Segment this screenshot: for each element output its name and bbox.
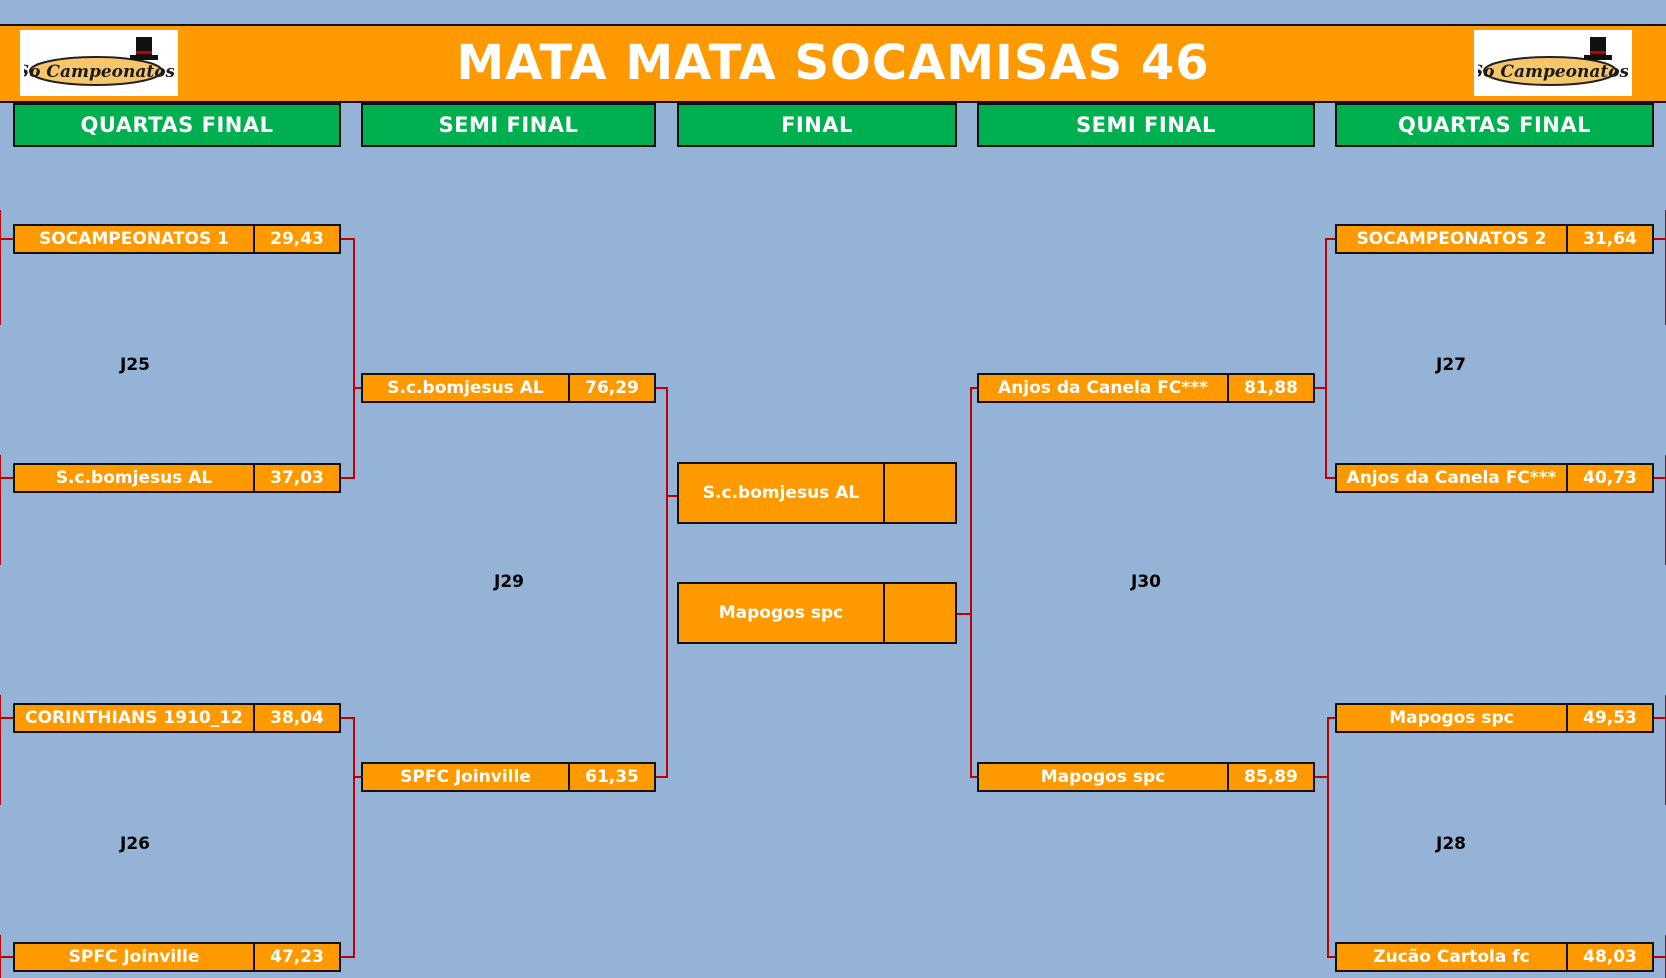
match-team-qf-right-3: Mapogos spc 49,53 (1335, 703, 1654, 733)
team-score: 61,35 (568, 764, 654, 790)
team-name: Anjos da Canela FC*** (998, 378, 1208, 398)
stage-header-semifinal-right: SEMI FINAL (977, 103, 1315, 147)
team-score: 49,53 (1566, 705, 1652, 731)
team-name: SPFC Joinville (400, 767, 531, 787)
round-label-j25: J25 (120, 355, 150, 375)
match-team-qf-left-3: CORINTHIANS 1910_12 38,04 (13, 703, 341, 733)
match-team-sf-right-1: Anjos da Canela FC*** 81,88 (977, 373, 1315, 403)
team-name: S.c.bomjesus AL (55, 468, 213, 488)
team-name: Mapogos spc (1389, 708, 1514, 728)
logo-right: Só Campeonatos (1474, 30, 1632, 96)
svg-text:Só Campeonatos: Só Campeonatos (1478, 62, 1628, 82)
team-score: 76,29 (568, 375, 654, 401)
team-name: Mapogos spc (1040, 767, 1166, 787)
round-label-j28: J28 (1436, 834, 1466, 854)
match-team-qf-left-4: SPFC Joinville 47,23 (13, 942, 341, 972)
team-name: SOCAMPEONATOS 2 (1356, 229, 1547, 249)
match-team-sf-right-2: Mapogos spc 85,89 (977, 762, 1315, 792)
match-team-qf-left-1: SOCAMPEONATOS 1 29,43 (13, 224, 341, 254)
round-label-j29: J29 (494, 572, 524, 592)
team-name: SPFC Joinville (68, 947, 200, 967)
socampeonatos-logo-icon: Só Campeonatos (24, 37, 174, 86)
team-score: 37,03 (253, 465, 339, 491)
stage-header-quarterfinal-right: QUARTAS FINAL (1335, 103, 1654, 147)
team-name: Zucão Cartola fc (1373, 947, 1530, 967)
match-team-qf-right-1: SOCAMPEONATOS 2 31,64 (1335, 224, 1654, 254)
svg-text:Só Campeonatos: Só Campeonatos (24, 62, 174, 82)
round-label-j27: J27 (1436, 355, 1466, 375)
round-label-j26: J26 (120, 834, 150, 854)
header-banner: Só Campeonatos MATA MATA SOCAMISAS 46 Só… (0, 24, 1666, 103)
team-name: Anjos da Canela FC*** (1346, 468, 1557, 488)
team-name: CORINTHIANS 1910_12 (25, 708, 243, 728)
team-score: 38,04 (253, 705, 339, 731)
stage-header-semifinal-left: SEMI FINAL (361, 103, 656, 147)
team-name: Mapogos spc (718, 603, 844, 623)
match-team-sf-left-1: S.c.bomjesus AL 76,29 (361, 373, 656, 403)
team-score: 85,89 (1227, 764, 1313, 790)
stage-header-quarterfinal-left: QUARTAS FINAL (13, 103, 341, 147)
team-score: 40,73 (1566, 465, 1652, 491)
match-team-final-2: Mapogos spc (677, 582, 957, 644)
team-score: 81,88 (1227, 375, 1313, 401)
team-score: 47,23 (253, 944, 339, 970)
socampeonatos-logo-icon: Só Campeonatos (1478, 37, 1628, 86)
logo-left: Só Campeonatos (20, 30, 178, 96)
match-team-final-1: S.c.bomjesus AL (677, 462, 957, 524)
match-team-qf-right-2: Anjos da Canela FC*** 40,73 (1335, 463, 1654, 493)
page-title: MATA MATA SOCAMISAS 46 (456, 35, 1210, 91)
match-team-qf-left-2: S.c.bomjesus AL 37,03 (13, 463, 341, 493)
team-score (883, 584, 955, 642)
team-score (883, 464, 955, 522)
team-name: SOCAMPEONATOS 1 (39, 229, 229, 249)
team-name: S.c.bomjesus AL (387, 378, 544, 398)
team-score: 31,64 (1566, 226, 1652, 252)
stage-header-final: FINAL (677, 103, 957, 147)
match-team-sf-left-2: SPFC Joinville 61,35 (361, 762, 656, 792)
team-score: 48,03 (1566, 944, 1652, 970)
round-label-j30: J30 (1131, 572, 1161, 592)
match-team-qf-right-4: Zucão Cartola fc 48,03 (1335, 942, 1654, 972)
team-score: 29,43 (253, 226, 339, 252)
team-name: S.c.bomjesus AL (702, 483, 860, 503)
